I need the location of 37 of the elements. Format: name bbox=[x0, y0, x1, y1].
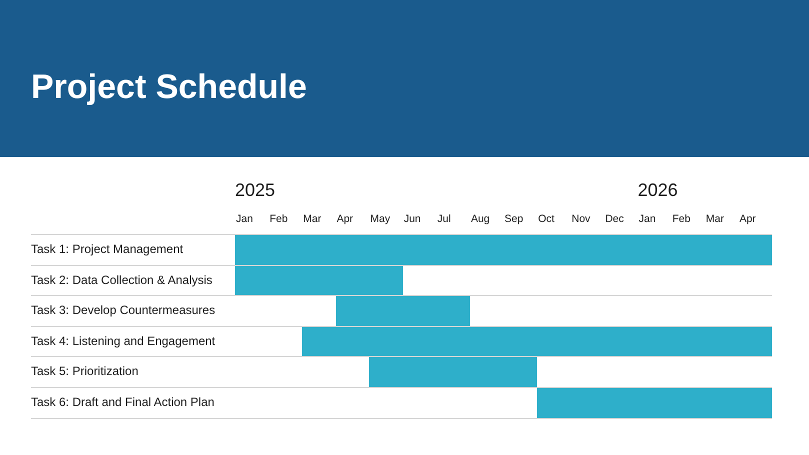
task-label: Task 2: Data Collection & Analysis bbox=[31, 272, 212, 288]
month-label: May bbox=[370, 212, 390, 226]
month-label: Apr bbox=[336, 212, 354, 226]
task-label: Task 6: Draft and Final Action Plan bbox=[31, 394, 214, 410]
gantt-bar bbox=[537, 388, 772, 418]
task-row bbox=[31, 386, 772, 418]
month-label: Feb bbox=[672, 212, 690, 226]
gantt-bar bbox=[235, 266, 403, 295]
task-row bbox=[31, 295, 772, 326]
month-label: Jan bbox=[236, 212, 253, 226]
month-label: Jan bbox=[638, 212, 656, 226]
month-label: Jun bbox=[404, 212, 421, 226]
task-label: Task 4: Listening and Engagement bbox=[31, 334, 216, 348]
task-row bbox=[31, 264, 772, 295]
month-label: Feb bbox=[270, 212, 288, 226]
year-label: 2025 bbox=[235, 179, 276, 201]
month-label: Sep bbox=[504, 212, 524, 226]
month-label: Oct bbox=[538, 212, 554, 226]
month-label: Nov bbox=[572, 212, 590, 226]
gantt-bar bbox=[336, 296, 470, 326]
page-title: Project Schedule bbox=[31, 67, 307, 108]
gantt-bar bbox=[235, 235, 772, 264]
task-row bbox=[31, 326, 772, 356]
month-label: Aug bbox=[470, 212, 490, 226]
task-label: Task 3: Develop Countermeasures bbox=[31, 303, 216, 318]
task-label: Task 1: Project Management bbox=[31, 242, 184, 257]
gantt-bar bbox=[369, 357, 538, 386]
month-label: Dec bbox=[605, 212, 624, 226]
month-label: Jul bbox=[437, 212, 451, 226]
gantt-bar bbox=[302, 326, 772, 356]
task-row bbox=[31, 234, 772, 264]
month-label: Mar bbox=[706, 212, 724, 226]
task-row bbox=[31, 356, 772, 386]
task-label: Task 5: Prioritization bbox=[31, 364, 138, 379]
month-label: Mar bbox=[303, 212, 322, 226]
year-label: 2026 bbox=[638, 179, 678, 201]
month-label: Apr bbox=[739, 212, 756, 226]
